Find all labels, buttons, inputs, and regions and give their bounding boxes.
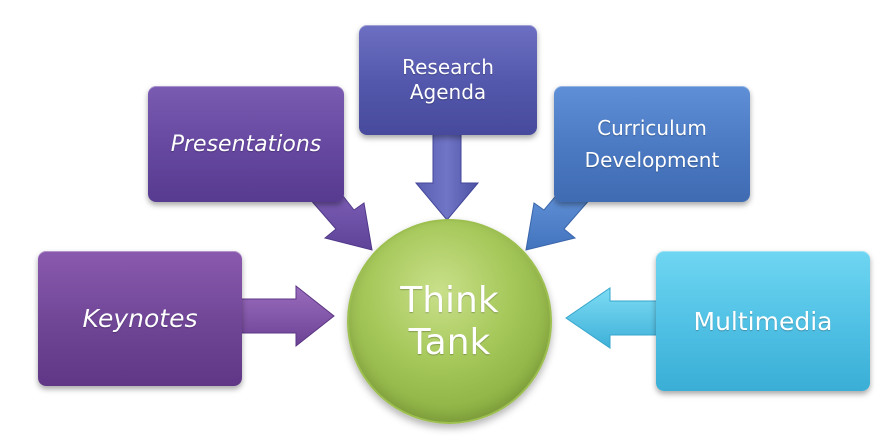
node-research-agenda: Research Agenda (359, 25, 537, 135)
center-node-think-tank: Think Tank (347, 219, 552, 424)
arrow-multimedia (565, 287, 663, 349)
arrow-keynotes (235, 284, 335, 348)
node-multimedia: Multimedia (656, 251, 870, 391)
node-curriculum-development: Curriculum Development (554, 86, 750, 202)
node-research-agenda-label: Research Agenda (402, 55, 494, 104)
node-presentations: Presentations (148, 86, 344, 202)
node-keynotes-label: Keynotes (82, 304, 198, 333)
node-curriculum-development-label: Curriculum Development (584, 116, 720, 172)
arrow-research (414, 132, 480, 221)
node-keynotes: Keynotes (38, 251, 242, 386)
node-presentations-label: Presentations (170, 131, 322, 157)
center-node-label: Think Tank (400, 280, 499, 363)
node-multimedia-label: Multimedia (693, 306, 833, 336)
